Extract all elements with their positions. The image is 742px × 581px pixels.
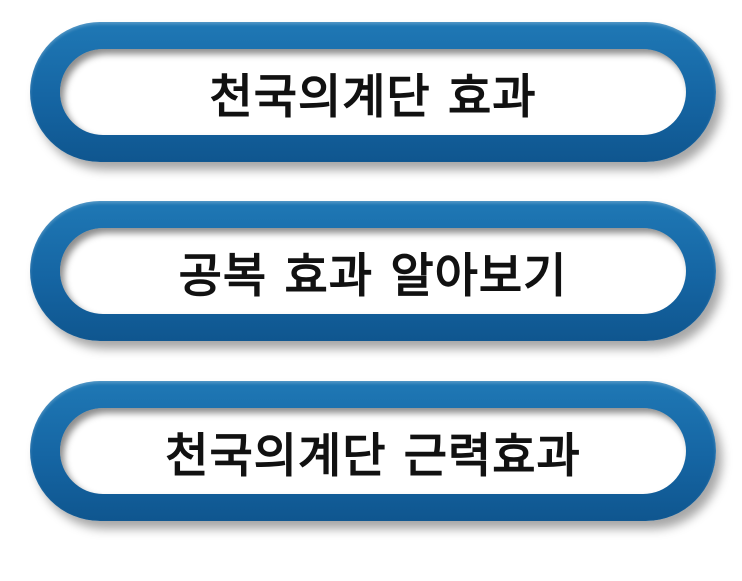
button-face: 천국의계단 근력효과: [60, 408, 686, 494]
button-face: 천국의계단 효과: [60, 49, 686, 135]
stairmaster-effect-button[interactable]: 천국의계단 효과: [30, 22, 716, 162]
button-face: 공복 효과 알아보기: [60, 228, 686, 314]
stairmaster-strength-effect-button[interactable]: 천국의계단 근력효과: [30, 381, 716, 521]
fasting-effect-button[interactable]: 공복 효과 알아보기: [30, 201, 716, 341]
button-label: 공복 효과 알아보기: [178, 248, 568, 304]
button-label: 천국의계단 효과: [209, 69, 537, 125]
button-label: 천국의계단 근력효과: [165, 428, 581, 484]
